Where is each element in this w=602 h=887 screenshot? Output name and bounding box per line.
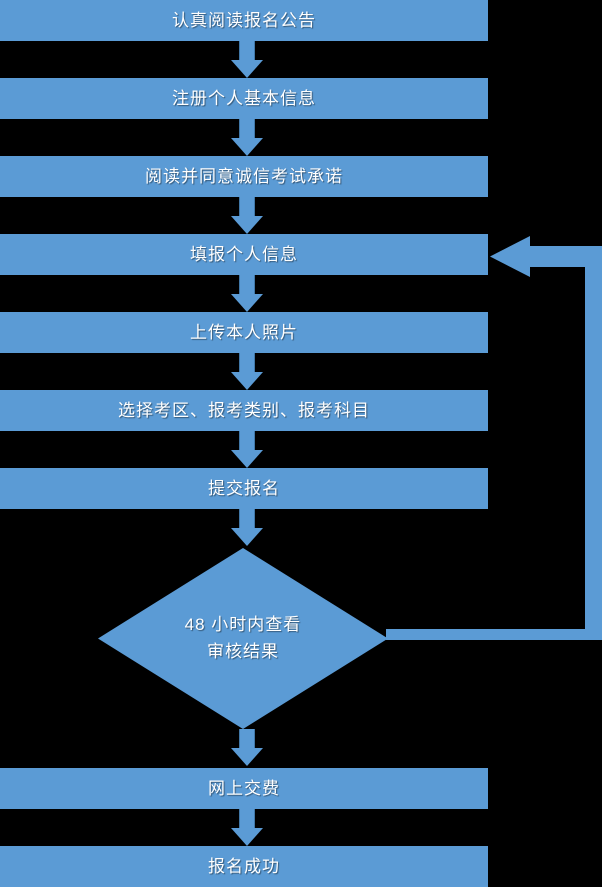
flow-node-label-group: 48 小时内查看 审核结果 xyxy=(98,548,388,729)
arrow-down-icon-2 xyxy=(231,119,263,156)
flow-node-label: 填报个人信息 xyxy=(190,244,298,264)
arrow-shaft xyxy=(239,275,255,295)
flow-node-online-payment[interactable]: 网上交费 xyxy=(0,768,488,809)
arrow-head xyxy=(231,528,263,546)
flow-node-label: 注册个人基本信息 xyxy=(172,88,316,108)
flow-node-label: 提交报名 xyxy=(208,478,280,498)
arrow-shaft xyxy=(239,509,255,529)
arrow-down-icon-1 xyxy=(231,41,263,78)
arrow-shaft xyxy=(239,119,255,139)
arrow-down-icon-6 xyxy=(231,431,263,468)
feedback-connector-right-segment xyxy=(585,246,602,636)
flow-node-read-notice[interactable]: 认真阅读报名公告 xyxy=(0,0,488,41)
arrow-head xyxy=(231,748,263,766)
arrow-shaft xyxy=(239,729,255,749)
arrow-head xyxy=(231,60,263,78)
arrow-head xyxy=(231,138,263,156)
arrow-shaft xyxy=(239,197,255,217)
flow-node-label: 网上交费 xyxy=(208,778,280,798)
flow-node-register-info[interactable]: 注册个人基本信息 xyxy=(0,78,488,119)
flow-node-label: 阅读并同意诚信考试承诺 xyxy=(145,166,343,186)
flow-node-label: 上传本人照片 xyxy=(190,322,298,342)
arrow-shaft xyxy=(239,41,255,61)
flow-node-label: 报名成功 xyxy=(208,856,280,876)
arrow-head xyxy=(231,450,263,468)
arrow-left-icon xyxy=(490,236,530,277)
arrow-down-icon-8 xyxy=(231,729,263,766)
arrow-shaft xyxy=(239,809,255,829)
arrow-head xyxy=(231,216,263,234)
flow-node-fill-info[interactable]: 填报个人信息 xyxy=(0,234,488,275)
arrow-down-icon-7 xyxy=(231,509,263,546)
arrow-shaft xyxy=(239,431,255,451)
arrow-head xyxy=(231,828,263,846)
flow-node-label-line2: 审核结果 xyxy=(207,641,279,661)
flow-node-choose-subjects[interactable]: 选择考区、报考类别、报考科目 xyxy=(0,390,488,431)
arrow-head xyxy=(231,372,263,390)
feedback-connector-bottom-segment xyxy=(386,629,602,640)
arrow-down-icon-5 xyxy=(231,353,263,390)
arrow-shaft xyxy=(239,353,255,373)
flow-node-label: 认真阅读报名公告 xyxy=(172,10,316,30)
flow-node-check-result[interactable]: 48 小时内查看 审核结果 xyxy=(98,548,388,729)
flow-node-agree-pledge[interactable]: 阅读并同意诚信考试承诺 xyxy=(0,156,488,197)
arrow-down-icon-4 xyxy=(231,275,263,312)
arrow-head xyxy=(231,294,263,312)
flow-node-label: 选择考区、报考类别、报考科目 xyxy=(118,400,370,420)
arrow-down-icon-9 xyxy=(231,809,263,846)
flow-node-submit-apply[interactable]: 提交报名 xyxy=(0,468,488,509)
flow-node-label-line1: 48 小时内查看 xyxy=(184,615,302,635)
flow-node-upload-photo[interactable]: 上传本人照片 xyxy=(0,312,488,353)
feedback-connector-top-segment xyxy=(524,246,594,267)
flow-node-apply-success[interactable]: 报名成功 xyxy=(0,846,488,887)
arrow-down-icon-3 xyxy=(231,197,263,234)
